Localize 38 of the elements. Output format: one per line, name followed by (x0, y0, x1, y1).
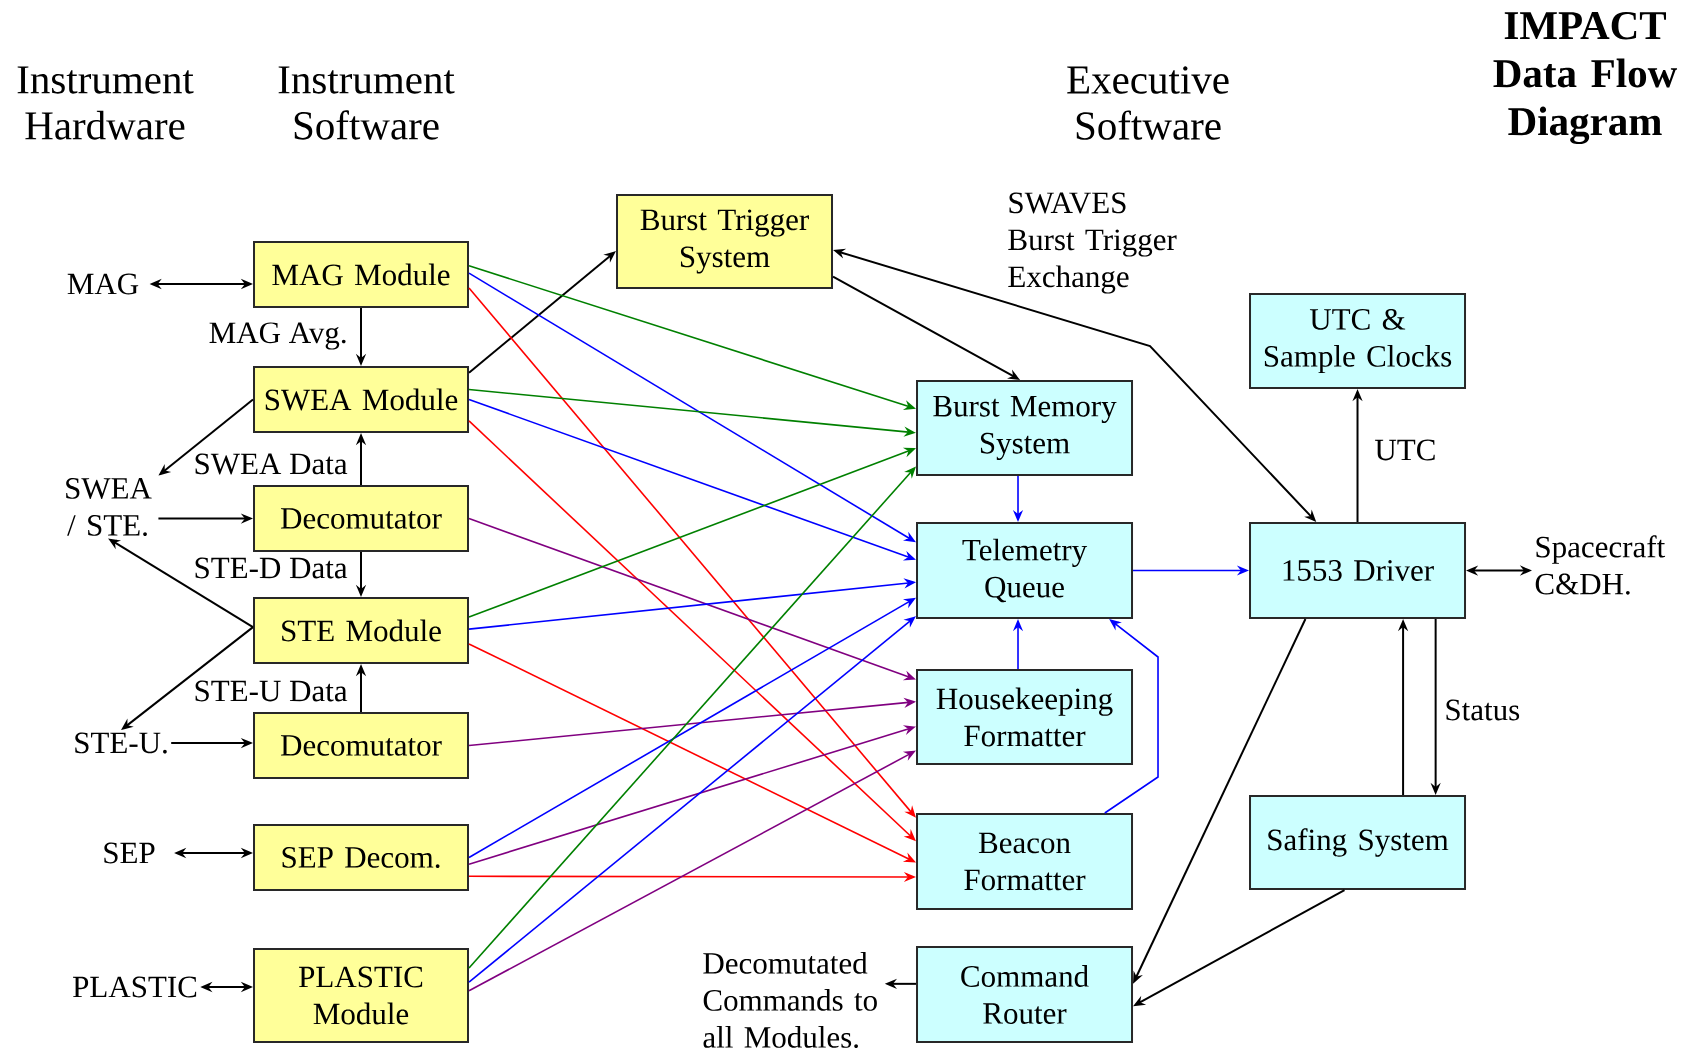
process-box: Telemetry Queue (916, 522, 1133, 619)
process-box: UTC & Sample Clocks (1249, 293, 1466, 389)
process-box: 1553 Driver (1249, 522, 1466, 619)
endpoint-label: Decomutated Commands to all Modules. (703, 952, 877, 1048)
process-box: Burst Trigger System (616, 194, 833, 289)
column-heading: Instrument Software (278, 66, 455, 140)
edge-label: STE-D Data (195, 557, 348, 579)
edge-label: MAG Avg. (209, 322, 346, 350)
endpoint-label: SEP (104, 842, 155, 864)
endpoint-label: PLASTIC (73, 976, 197, 998)
process-box: Housekeeping Formatter (916, 669, 1133, 765)
process-box: Decomutator (253, 712, 469, 779)
edge-label: STE-U Data (195, 680, 348, 702)
arrow (468, 287, 916, 818)
column-heading: Instrument Hardware (17, 66, 194, 140)
endpoint-label: Spacecraft C&DH. (1535, 535, 1666, 595)
edge-label: Status (1446, 699, 1520, 721)
process-box: SWEA Module (253, 366, 469, 433)
column-heading: Executive Software (1067, 66, 1229, 140)
process-box: SEP Decom. (253, 824, 469, 891)
diagram-title: IMPACT Data Flow Diagram (1493, 11, 1678, 145)
edge-label: SWAVES Burst Trigger Exchange (1008, 192, 1177, 294)
arrow (468, 616, 916, 983)
process-box: Beacon Formatter (916, 813, 1133, 910)
arrow (1104, 619, 1159, 814)
arrow (468, 272, 916, 543)
endpoint-label: MAG (67, 273, 139, 295)
process-box: PLASTIC Module (253, 948, 469, 1043)
process-box: MAG Module (253, 241, 469, 308)
process-box: Command Router (916, 946, 1133, 1043)
process-box: Burst Memory System (916, 380, 1133, 476)
edge-label: UTC (1375, 439, 1435, 461)
process-box: Decomutator (253, 485, 469, 552)
endpoint-label: SWEA / STE. (66, 478, 152, 536)
process-box: Safing System (1249, 795, 1466, 890)
endpoint-label: STE-U. (75, 732, 167, 754)
process-box: STE Module (253, 597, 469, 664)
edge-label: SWEA Data (195, 453, 348, 475)
